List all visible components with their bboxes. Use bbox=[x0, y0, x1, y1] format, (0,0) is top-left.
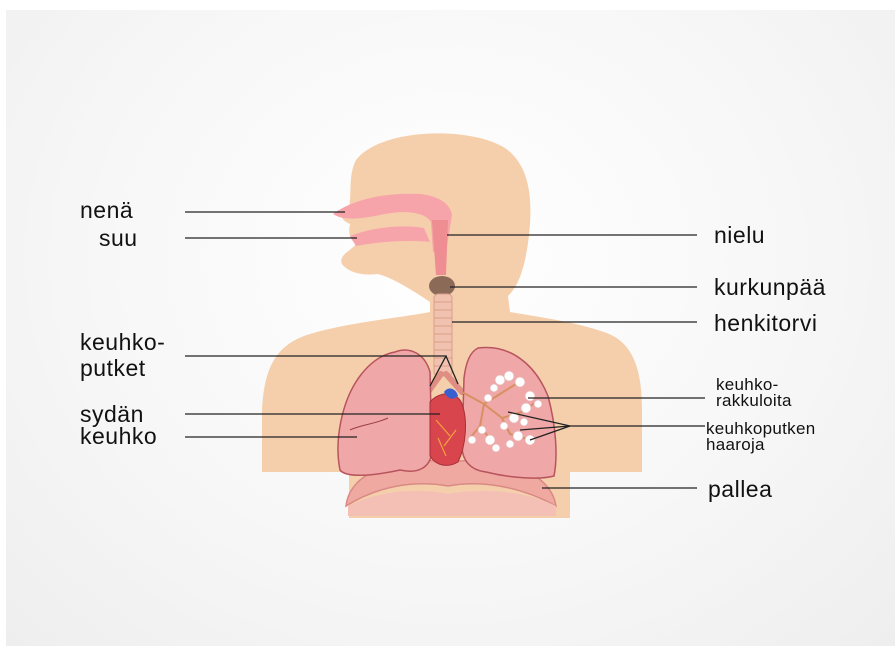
label-keuhkoputken-haaroja-line2: haaroja bbox=[706, 436, 765, 453]
label-henkitorvi: henkitorvi bbox=[714, 312, 817, 335]
label-keuhkorakkuloita-line2: rakkuloita bbox=[716, 392, 792, 409]
label-suu: suu bbox=[99, 227, 138, 250]
heart-body bbox=[430, 394, 465, 465]
larynx bbox=[429, 276, 455, 296]
label-nena: nenä bbox=[80, 199, 133, 222]
label-pallea: pallea bbox=[708, 478, 772, 501]
label-keuhkoputket-line2: putket bbox=[80, 357, 146, 380]
label-nielu: nielu bbox=[714, 224, 765, 247]
label-kurkunpaa: kurkunpää bbox=[714, 276, 826, 299]
label-keuhko: keuhko bbox=[80, 425, 157, 448]
heart bbox=[430, 389, 465, 466]
label-keuhkoputket-line1: keuhko- bbox=[80, 331, 165, 354]
